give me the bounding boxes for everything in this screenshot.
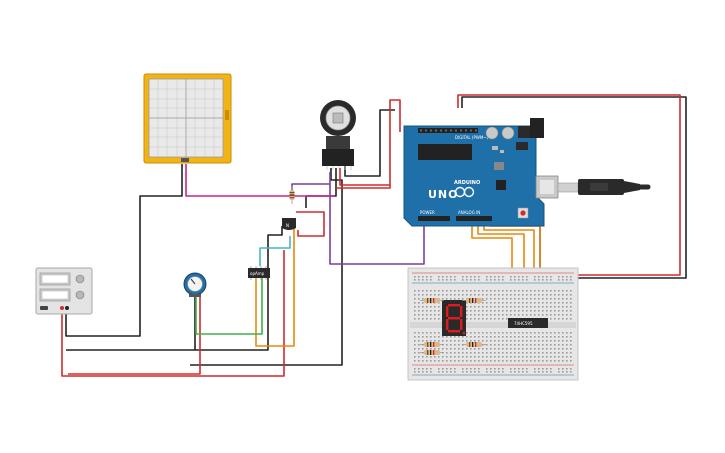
resistor[interactable] [420,350,444,355]
power-supply[interactable] [35,267,93,315]
arduino-logo-right [463,186,475,198]
rotary-encoder[interactable] [320,100,356,170]
breadboard[interactable] [407,267,579,381]
usb-cable [557,179,651,195]
wire-cyan [259,236,291,266]
resistor[interactable] [462,342,486,347]
wires [61,94,687,377]
shift-register-label: 74HC595 [514,321,533,326]
digital-header [418,128,478,133]
shift-register[interactable]: 74HC595 [508,318,548,328]
wire-black-transistor [267,226,283,256]
wire-red-pot [339,168,390,186]
wire-red-transistor [296,211,325,237]
wire-orange-opamp [255,226,295,347]
resistor[interactable] [462,298,486,303]
wire-black-scope-ground [65,164,183,337]
power-header-label: POWER [420,210,435,215]
breadboard-resistors[interactable] [420,298,486,355]
wire-red-left-bottom [61,250,285,377]
transistor[interactable]: N [282,218,296,230]
atmega-chip [418,144,472,160]
wire-red-right-long [457,94,681,276]
wire-red-bottom-loop [68,296,201,375]
arduino-uno[interactable]: DIGITAL (PWM~) ARDUINO UNO POWER ANALOG … [403,118,559,227]
arduino-brand: ARDUINO [454,180,480,186]
arduino-model: UNO [428,188,459,201]
resistor[interactable] [420,342,444,347]
wire-purple-scope [185,164,335,197]
analog-header-label: ANALOG IN [458,210,480,215]
power-header [418,216,450,221]
transistor-label: N [286,223,289,228]
capacitor-1 [485,126,499,140]
current-knob [75,290,85,300]
dc-jack [530,118,544,138]
resistor[interactable] [420,298,444,303]
wire-black-right-long [461,96,687,279]
capacitor-2 [501,126,515,140]
wire-black-pot-arduino [344,109,395,177]
wire-purple-resistor [291,183,330,196]
digital-header-label: DIGITAL (PWM~) [455,135,489,140]
voltage-knob [75,274,85,284]
op-amp-label: opAmp [250,271,265,276]
wire-red-arduino-top [336,99,401,189]
wire-black-pot-left [190,168,343,366]
analog-header [456,216,492,221]
potentiometer[interactable] [183,272,207,297]
resistor-center[interactable] [289,186,295,204]
wire-purple-arduino [329,172,425,265]
wire-orange-2 [477,220,525,300]
wire-green [195,276,263,335]
segments [446,304,466,335]
oscilloscope[interactable] [143,73,232,164]
seven-segment-display[interactable] [442,300,466,336]
op-amp[interactable]: opAmp [248,266,270,280]
wire-black-bottom-rail [66,256,269,351]
